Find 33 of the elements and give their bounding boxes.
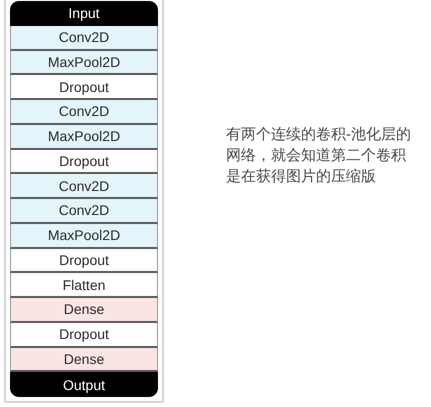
layer-label: Dense [64,302,104,316]
layer-label: Dropout [59,80,109,94]
layer-label: Flatten [62,278,106,292]
layer-box [10,372,158,397]
layer-label: MaxPool2D [48,129,120,144]
layer-label: Input [68,6,100,20]
layer-box [10,124,158,150]
layer-label: MaxPool2D [48,54,120,69]
layer-box [10,348,158,372]
layer-label: Conv2D [58,203,110,218]
layer-box [10,298,158,323]
layer-box [10,26,158,50]
layer-box [10,100,158,125]
layer-box [10,322,158,348]
layer-box [10,199,158,224]
layer-box [10,150,158,174]
layer-box [10,174,158,199]
layer-label: Dropout [59,327,109,342]
layer-label: Conv2D [58,178,110,193]
layer-box [10,1,158,26]
layer-label: Dropout [59,154,109,168]
layer-box [10,50,158,76]
layer-box [10,224,158,248]
layer-label: Dropout [59,252,109,267]
layer-label: Dense [64,352,104,366]
layer-box [10,75,158,100]
layer-box [10,248,158,274]
layer-label: Conv2D [58,104,110,118]
layer-label: Conv2D [58,30,110,44]
note-text: 有两个连续的卷积-池化层的网络，就会知道第二个卷积是在获得图片的压缩版 [226,125,412,187]
layer-label: Output [62,378,106,392]
layer-box [10,273,158,298]
layer-label: MaxPool2D [48,228,120,242]
